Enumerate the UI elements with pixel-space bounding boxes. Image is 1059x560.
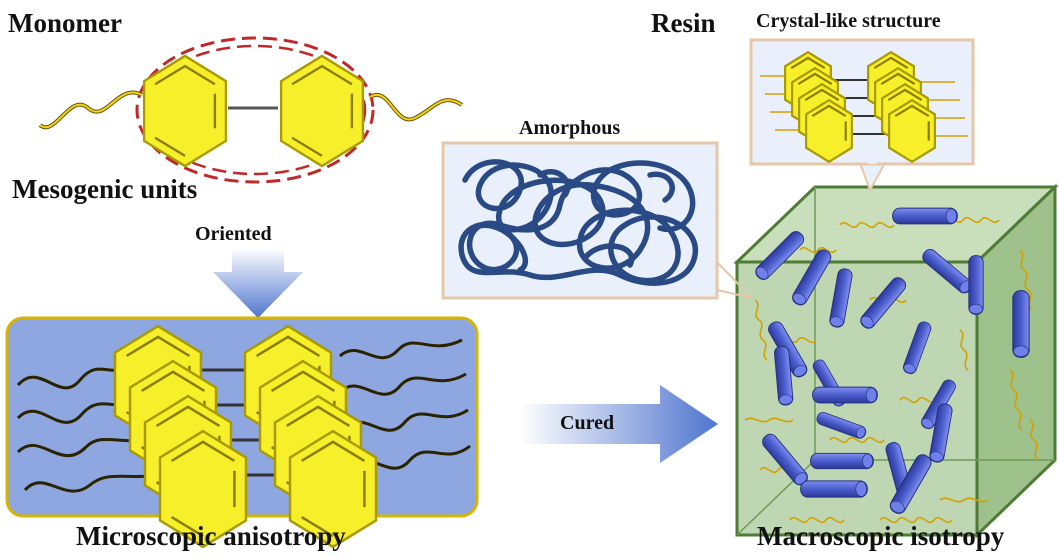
- resin-cube: [733, 183, 1059, 539]
- rod: [968, 255, 984, 315]
- macroscopic-isotropy-label: Macroscopic isotropy: [757, 521, 1005, 551]
- benzene-ring-right: [279, 54, 365, 168]
- rod: [800, 480, 868, 498]
- cured-label: Cured: [560, 412, 615, 434]
- crystal-inset: [749, 38, 975, 193]
- amorphous-inset: [441, 141, 753, 300]
- crystal-box: [749, 38, 975, 166]
- crystal-ring: [888, 99, 936, 163]
- crystal-like-label: Crystal-like structure: [756, 10, 941, 32]
- benzene-ring-left: [142, 54, 228, 168]
- crystal-ring: [805, 99, 853, 163]
- monomer-label: Monomer: [8, 8, 122, 38]
- oriented-label: Oriented: [195, 223, 272, 245]
- oriented-arrow: [213, 248, 303, 318]
- microscopic-anisotropy-label: Microscopic anisotropy: [76, 521, 346, 551]
- resin-label: Resin: [651, 8, 716, 38]
- mesogen-ellipse-outer: [135, 36, 375, 184]
- amorphous-label: Amorphous: [519, 117, 621, 139]
- rod: [810, 452, 874, 470]
- cured-arrow: [520, 385, 718, 463]
- rod: [1012, 290, 1030, 358]
- mesogenic-units-label: Mesogenic units: [12, 174, 198, 204]
- rod: [812, 386, 878, 404]
- anisotropy-panel: [5, 316, 479, 549]
- rod: [892, 207, 958, 225]
- amorphous-tangle: [458, 159, 698, 286]
- monomer-molecule: [38, 36, 464, 184]
- panel-chains: [16, 338, 471, 493]
